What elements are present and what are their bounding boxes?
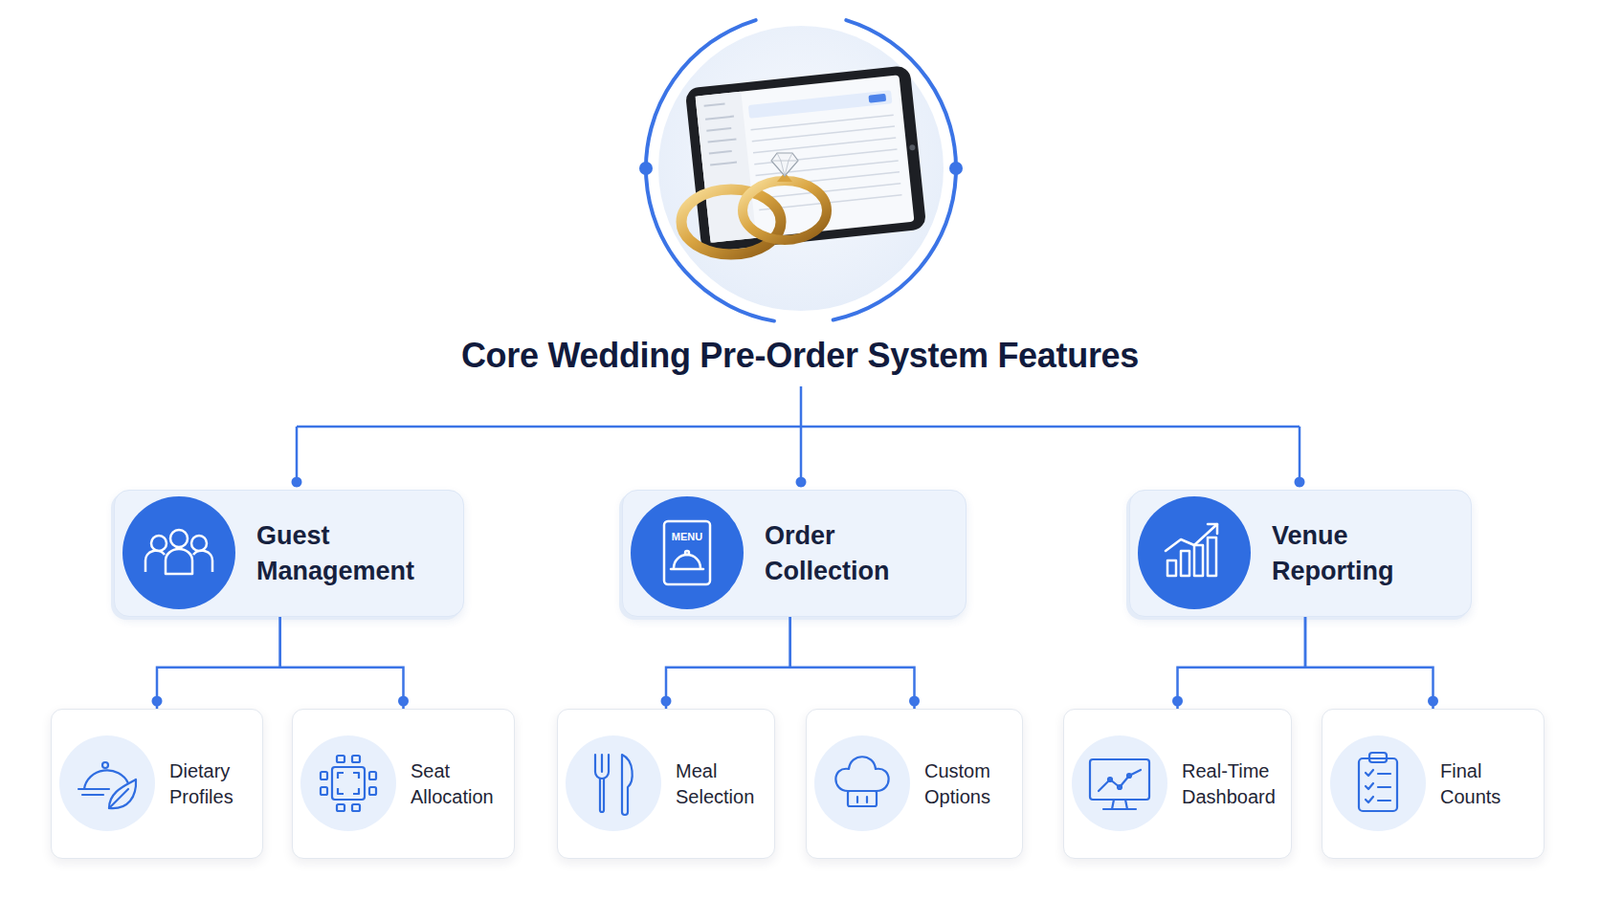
hero-ring-dot bbox=[639, 161, 653, 176]
connector-dot bbox=[661, 696, 672, 708]
icon-text: MENU bbox=[671, 531, 703, 543]
branch-line bbox=[296, 386, 1300, 483]
tree-connector bbox=[156, 617, 281, 710]
connector-group bbox=[661, 617, 791, 710]
tablet-button bbox=[909, 144, 916, 152]
tree-connector bbox=[1177, 617, 1307, 710]
wedding-rings bbox=[681, 153, 827, 255]
connector-group bbox=[790, 617, 920, 710]
connector-dot bbox=[1172, 696, 1183, 708]
node-label: Order Collection bbox=[764, 518, 956, 590]
feature-box: Seat Allocation bbox=[291, 709, 515, 860]
gold-ring bbox=[681, 189, 781, 255]
diagram-title: Core Wedding Pre-Order System Features bbox=[0, 334, 1600, 378]
connector-group bbox=[1305, 617, 1439, 710]
tablet-sidebar-lines bbox=[704, 103, 739, 166]
tablet-illustration bbox=[685, 65, 928, 253]
branch-dot bbox=[1294, 477, 1306, 489]
node-label: Dietary Profiles bbox=[169, 758, 263, 811]
node-label: Custom Options bbox=[924, 758, 1023, 811]
tree-connector bbox=[280, 617, 404, 710]
gold-ring bbox=[742, 180, 827, 241]
tablet-bezel bbox=[685, 65, 928, 253]
category-box: Guest Management bbox=[113, 489, 465, 618]
feature-box: Meal Selection bbox=[556, 709, 776, 860]
feature-box: Custom Options bbox=[805, 709, 1023, 860]
diamond-facets bbox=[771, 153, 799, 177]
connector-group bbox=[1172, 617, 1306, 710]
branch-dot bbox=[291, 477, 303, 489]
hero-ring-arc bbox=[833, 20, 956, 320]
tree-connector bbox=[666, 617, 791, 710]
branch-dot bbox=[796, 477, 807, 489]
node-label: Venue Reporting bbox=[1271, 518, 1464, 590]
title-branch-lines bbox=[291, 386, 1306, 489]
ring-prong bbox=[777, 172, 793, 182]
node-label: Guest Management bbox=[256, 518, 448, 590]
feature-box: Final Counts bbox=[1321, 709, 1545, 860]
tree-connector bbox=[790, 617, 915, 710]
node-label: Real-Time Dashboard bbox=[1181, 758, 1284, 811]
tablet-screen bbox=[695, 74, 915, 244]
hero-ring-dot bbox=[949, 161, 963, 176]
node-label: Meal Selection bbox=[675, 758, 775, 811]
hero-backdrop bbox=[658, 25, 944, 312]
node-label: Final Counts bbox=[1440, 758, 1542, 811]
tree-connector bbox=[1305, 617, 1434, 710]
category-box: Order Collection bbox=[622, 489, 967, 618]
tablet-header bbox=[748, 89, 893, 119]
tablet-rows bbox=[751, 114, 903, 210]
hero-ring-arc bbox=[645, 20, 775, 322]
connector-group bbox=[280, 617, 409, 710]
tablet-button-blue bbox=[867, 93, 887, 104]
feature-box: Real-Time Dashboard bbox=[1063, 709, 1292, 860]
category-box: Venue Reporting bbox=[1129, 489, 1472, 618]
feature-box: Dietary Profiles bbox=[50, 709, 264, 860]
connector-dot bbox=[152, 696, 163, 708]
connector-dot bbox=[909, 696, 920, 708]
tablet-sidebar bbox=[695, 91, 757, 244]
ring-diamond bbox=[771, 153, 799, 177]
connector-dot bbox=[398, 696, 409, 708]
hero-illustration bbox=[639, 20, 963, 322]
connector-group bbox=[152, 617, 281, 710]
node-label: Seat Allocation bbox=[410, 758, 512, 811]
connector-dot bbox=[1427, 696, 1439, 708]
